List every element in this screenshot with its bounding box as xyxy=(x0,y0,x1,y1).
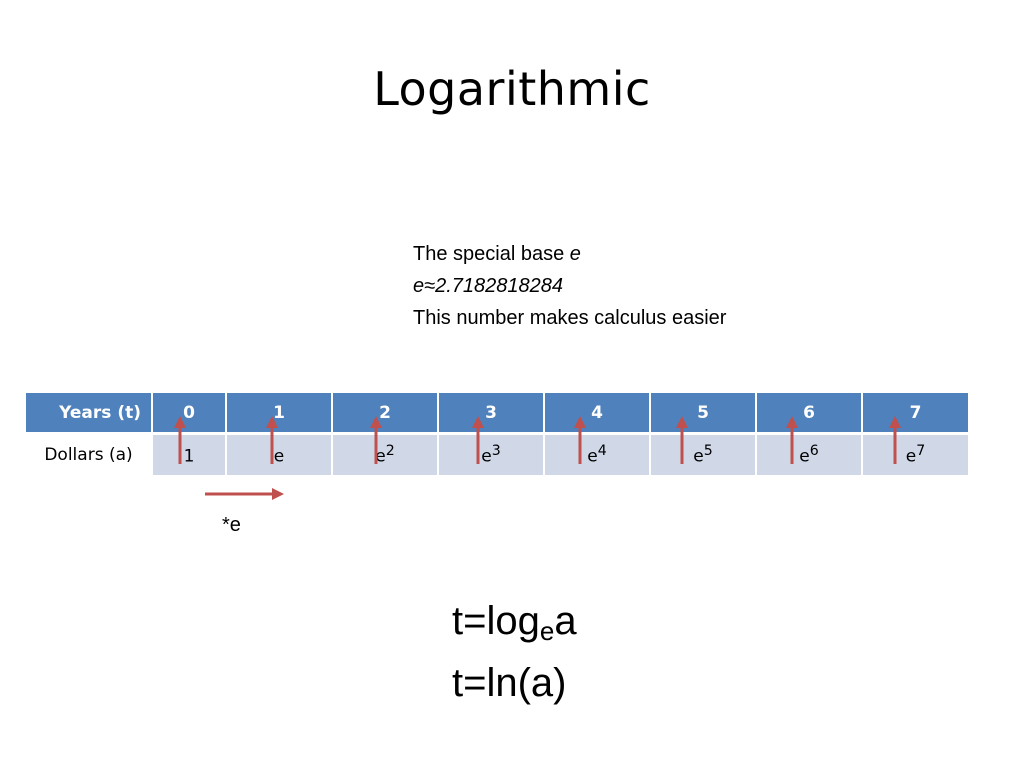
year-cell: 5 xyxy=(650,393,757,435)
formula-line-1: t=logea xyxy=(452,599,577,646)
log-formula: t=logea t=ln(a) xyxy=(452,595,577,709)
note-line-1: The special base e xyxy=(413,243,581,265)
note-line-2: e≈2.7182818284 xyxy=(413,275,564,297)
year-cell: 2 xyxy=(332,393,439,435)
slide-title: Logarithmic xyxy=(373,62,651,116)
dollar-cell: 1 xyxy=(152,433,227,475)
multiplier-label: *e xyxy=(222,514,241,536)
years-row: Years (t) 0 1 2 3 4 5 6 7 xyxy=(26,393,968,435)
dollar-cell: e5 xyxy=(650,433,757,475)
italic-e: e xyxy=(569,243,581,265)
year-cell: 7 xyxy=(862,393,968,435)
dollars-header: Dollars (a) xyxy=(26,433,153,475)
dollar-cell: e4 xyxy=(544,433,651,475)
years-header: Years (t) xyxy=(26,393,153,435)
year-cell: 6 xyxy=(756,393,863,435)
special-base-note: The special base e e≈2.7182818284 This n… xyxy=(413,238,726,334)
dollar-cell: e3 xyxy=(438,433,545,475)
year-cell: 4 xyxy=(544,393,651,435)
year-cell: 3 xyxy=(438,393,545,435)
dollar-cell: e2 xyxy=(332,433,439,475)
dollars-row: Dollars (a) 1 e e2 e3 e4 e5 e6 e7 xyxy=(26,433,968,475)
dollar-cell: e xyxy=(226,433,333,475)
year-cell: 1 xyxy=(226,393,333,435)
dollar-cell: e6 xyxy=(756,433,863,475)
year-cell: 0 xyxy=(152,393,227,435)
years-dollars-table: Years (t) 0 1 2 3 4 5 6 7 Dollars (a) 1 … xyxy=(26,393,968,475)
note-line-3: This number makes calculus easier xyxy=(413,307,727,329)
formula-line-2: t=ln(a) xyxy=(452,661,567,705)
dollar-cell: e7 xyxy=(862,433,968,475)
